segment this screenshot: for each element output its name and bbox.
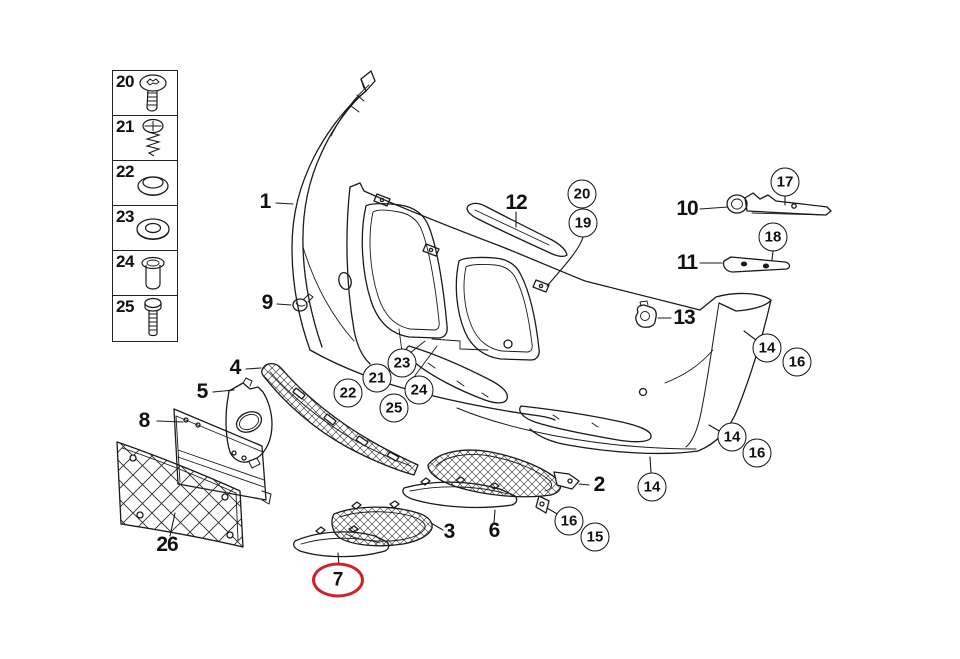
callout-6[interactable]: 6 bbox=[488, 519, 501, 542]
callout-8[interactable]: 8 bbox=[138, 409, 151, 432]
clip-13-drawing bbox=[635, 300, 657, 328]
finisher-strip-7-drawing bbox=[293, 525, 390, 558]
callout-circle-14-mid[interactable]: 14 bbox=[717, 422, 747, 452]
bracket-5-drawing bbox=[225, 377, 273, 469]
callout-1[interactable]: 1 bbox=[259, 190, 272, 213]
lower-grille-2-drawing bbox=[427, 449, 580, 514]
cap-9-drawing bbox=[292, 293, 314, 312]
fastener-number: 20 bbox=[116, 72, 134, 91]
lower-grille-3-drawing bbox=[331, 500, 433, 547]
long-screw-icon bbox=[144, 298, 162, 337]
callout-13[interactable]: 13 bbox=[673, 306, 695, 329]
callout-circle-21[interactable]: 21 bbox=[362, 363, 392, 393]
callout-4[interactable]: 4 bbox=[229, 356, 242, 379]
callout-5[interactable]: 5 bbox=[196, 380, 209, 403]
center-grille-4-drawing bbox=[261, 362, 419, 476]
callout-11[interactable]: 11 bbox=[676, 251, 698, 274]
fastener-number: 22 bbox=[116, 162, 134, 182]
fastener-number: 24 bbox=[116, 252, 134, 272]
callout-circle-15[interactable]: 15 bbox=[580, 522, 610, 552]
callout-circle-23[interactable]: 23 bbox=[387, 348, 417, 378]
callout-circle-25[interactable]: 25 bbox=[379, 393, 409, 423]
fog-lamp-bracket-drawing bbox=[726, 192, 832, 216]
fastener-number: 23 bbox=[116, 207, 134, 227]
callout-12[interactable]: 12 bbox=[505, 191, 527, 214]
callout-circle-19[interactable]: 19 bbox=[568, 208, 598, 238]
trim-strip-12-drawing bbox=[466, 202, 568, 258]
callout-highlighted-7[interactable]: 7 bbox=[312, 562, 364, 598]
fastener-table: 20 21 22 23 bbox=[112, 70, 178, 342]
callout-3[interactable]: 3 bbox=[443, 520, 456, 543]
spacer-sleeve-icon bbox=[141, 257, 165, 290]
torx-screw-icon bbox=[139, 74, 167, 112]
fastener-item-21[interactable]: 21 bbox=[113, 116, 177, 162]
callout-circle-17[interactable]: 17 bbox=[770, 167, 800, 197]
licence-plate-base-drawing bbox=[173, 408, 272, 505]
grommet-cap-icon bbox=[137, 176, 169, 197]
callout-circle-20[interactable]: 20 bbox=[567, 179, 597, 209]
callout-circle-18[interactable]: 18 bbox=[758, 222, 788, 252]
support-bracket-11-drawing bbox=[722, 256, 791, 273]
fastener-number: 25 bbox=[116, 297, 134, 317]
callout-circle-22[interactable]: 22 bbox=[333, 378, 363, 408]
fastener-item-22[interactable]: 22 bbox=[113, 161, 177, 207]
callout-9[interactable]: 9 bbox=[261, 291, 274, 314]
fastener-item-24[interactable]: 24 bbox=[113, 251, 177, 297]
fastener-item-23[interactable]: 23 bbox=[113, 206, 177, 252]
impact-absorber-drawing bbox=[116, 441, 244, 548]
callout-circle-16-mid[interactable]: 16 bbox=[742, 438, 772, 468]
fastener-item-20[interactable]: 20 bbox=[113, 71, 177, 117]
fastener-item-25[interactable]: 25 bbox=[113, 296, 177, 340]
washer-icon bbox=[136, 218, 170, 241]
callout-circle-24[interactable]: 24 bbox=[404, 375, 434, 405]
callout-circle-14-upper[interactable]: 14 bbox=[752, 333, 782, 363]
fastener-number: 21 bbox=[116, 117, 134, 137]
callout-26[interactable]: 26 bbox=[156, 533, 178, 556]
callout-10[interactable]: 10 bbox=[676, 197, 698, 220]
bumper-cover-drawing bbox=[291, 70, 772, 455]
callout-2[interactable]: 2 bbox=[593, 473, 606, 496]
phillips-screw-icon bbox=[142, 118, 164, 157]
callout-circle-16-upper[interactable]: 16 bbox=[782, 347, 812, 377]
callout-circle-14-lower[interactable]: 14 bbox=[637, 472, 667, 502]
callout-circle-16-lower[interactable]: 16 bbox=[554, 506, 584, 536]
